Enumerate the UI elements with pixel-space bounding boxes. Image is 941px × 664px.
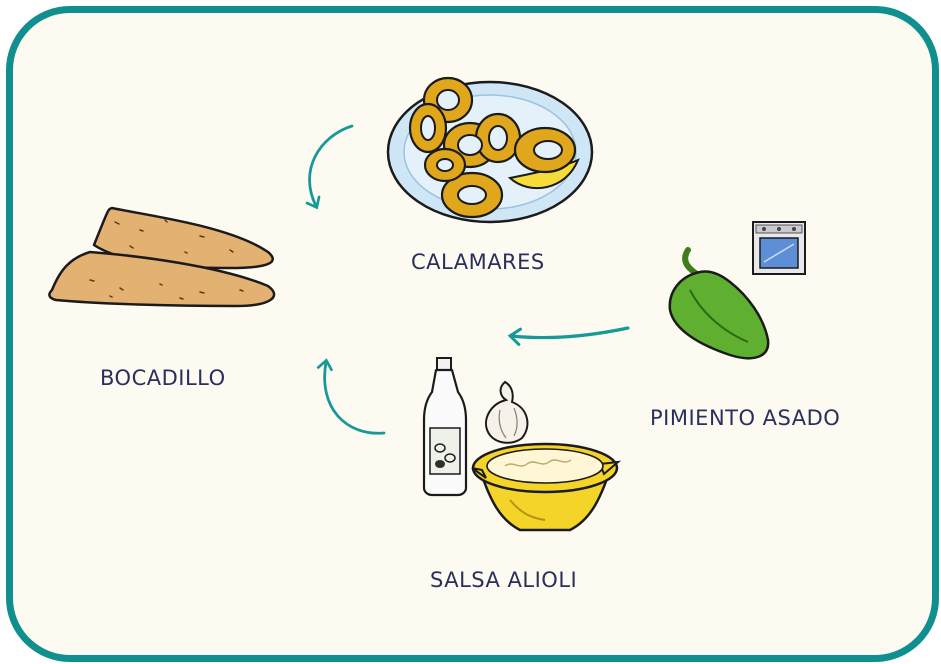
arrow-salsa-to-bocadillo bbox=[316, 358, 386, 435]
arrow-pimiento-to-center bbox=[507, 326, 630, 346]
calamares-icon bbox=[386, 76, 594, 224]
label-calamares: CALAMARES bbox=[411, 250, 545, 274]
label-salsa-alioli: SALSA ALIOLI bbox=[430, 568, 578, 592]
garlic-icon bbox=[485, 380, 529, 444]
pepper-icon bbox=[668, 247, 770, 360]
oil-bottle-icon bbox=[422, 357, 468, 497]
label-pimiento-asado: PIMIENTO ASADO bbox=[650, 406, 841, 430]
arrow-calamares-to-bocadillo bbox=[305, 124, 354, 210]
bread-icon bbox=[48, 206, 276, 308]
mortar-icon bbox=[471, 442, 622, 532]
label-bocadillo: BOCADILLO bbox=[100, 366, 226, 390]
oven-icon bbox=[752, 221, 806, 275]
